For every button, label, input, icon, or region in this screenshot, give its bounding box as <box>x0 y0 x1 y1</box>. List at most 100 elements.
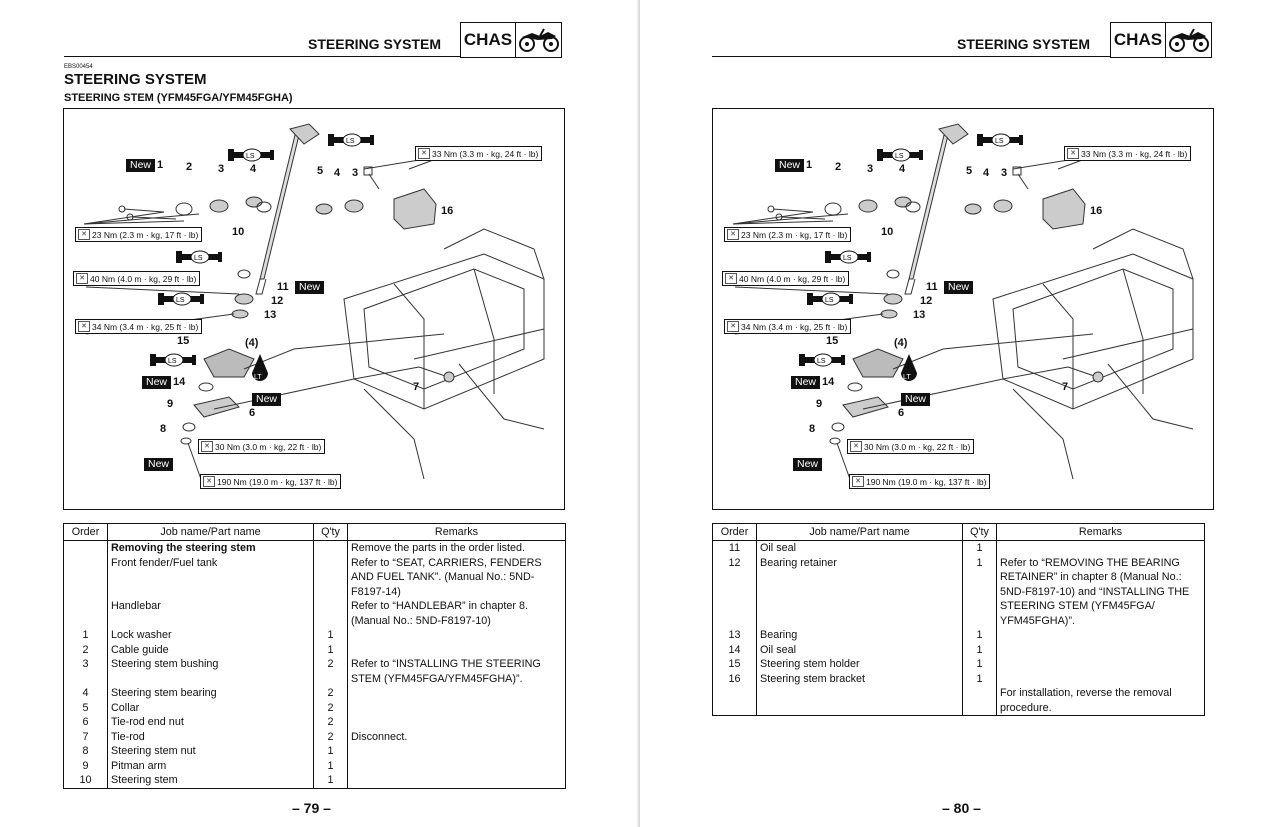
qty-cell: 1 <box>313 642 348 657</box>
wrench-icon: ✕ <box>201 441 213 452</box>
qty-cell <box>962 686 997 716</box>
remarks-cell <box>996 657 1205 672</box>
parts-table: Order Job name/Part name Q'ty Remarks Re… <box>63 523 566 789</box>
svg-text:LS: LS <box>843 255 852 262</box>
callout: 3 <box>1001 167 1008 179</box>
exploded-diagram: LT LS LS LS LS LS ✕33 Nm (3.3 m · kg, 24… <box>63 108 565 510</box>
wrench-icon: ✕ <box>1067 148 1079 159</box>
wrench-icon: ✕ <box>727 229 739 240</box>
header-rule <box>64 56 460 57</box>
torque-spec: ✕23 Nm (2.3 m · kg, 17 ft · lb) <box>75 227 203 242</box>
ls-grease-icon: LS <box>825 250 871 264</box>
wrench-icon: ✕ <box>203 476 215 487</box>
callout: 9 <box>816 398 823 410</box>
callout: 8 <box>809 423 816 435</box>
callout: 3 <box>352 167 359 179</box>
name-cell: Steering stem holder <box>756 657 963 672</box>
callout: 2 <box>835 161 842 173</box>
name-cell: Tie-rod <box>107 729 314 744</box>
remarks-cell <box>347 700 566 715</box>
page-number: – 79 – <box>292 800 331 816</box>
name-cell: Steering stem nut <box>107 744 314 759</box>
exploded-diagram: LT LS LS LS LS LS ✕33 Nm (3.3 m · kg, 24… <box>712 108 1214 510</box>
order-cell: 5 <box>63 700 108 715</box>
name-cell: Tie-rod end nut <box>107 715 314 730</box>
qty-cell: 1 <box>962 657 997 672</box>
remarks-cell <box>347 773 566 789</box>
ls-grease-icon: LS <box>176 250 222 264</box>
name-cell: Steering stem bracket <box>756 671 963 686</box>
callout: 8 <box>160 423 167 435</box>
name-cell: Front fender/Fuel tank <box>107 555 314 599</box>
wrench-icon: ✕ <box>78 229 90 240</box>
ls-grease-icon: LS <box>150 353 196 367</box>
new-tag: New <box>295 281 325 294</box>
callout: 3 <box>218 163 225 175</box>
lt-label: LT <box>254 374 262 381</box>
order-cell: 12 <box>712 555 757 628</box>
callout: 4 <box>334 167 341 179</box>
order-cell <box>63 599 108 628</box>
callout: 6 <box>249 407 256 419</box>
order-cell: 14 <box>712 642 757 657</box>
order-cell: 16 <box>712 671 757 686</box>
new-tag: New <box>144 458 174 471</box>
qty-cell: 1 <box>313 628 348 643</box>
callout: 5 <box>317 165 324 177</box>
name-cell: Oil seal <box>756 540 963 556</box>
new-tag: New <box>142 376 172 389</box>
order-cell: 3 <box>63 657 108 686</box>
callout: 4 <box>250 163 257 175</box>
remarks-cell: Remove the parts in the order listed. <box>347 540 566 556</box>
callout: 12 <box>271 295 284 307</box>
svg-text:LS: LS <box>246 153 255 160</box>
torque-spec: ✕30 Nm (3.0 m · kg, 22 ft · lb) <box>198 439 326 454</box>
torque-spec: ✕190 Nm (19.0 m · kg, 137 ft · lb) <box>849 474 991 489</box>
callout: 16 <box>1090 205 1103 217</box>
remarks-cell: Refer to “SEAT, CARRIERS, FENDERS AND FU… <box>347 555 566 599</box>
ls-grease-icon: LS <box>977 133 1023 147</box>
torque-spec: ✕30 Nm (3.0 m · kg, 22 ft · lb) <box>847 439 975 454</box>
name-cell: Steering stem bearing <box>107 686 314 701</box>
callout: 9 <box>167 398 174 410</box>
ls-grease-icon: LS <box>328 133 374 147</box>
qty-cell: 1 <box>313 744 348 759</box>
order-cell: 11 <box>712 540 757 556</box>
chas-label: CHAS <box>1111 23 1166 57</box>
qty-cell <box>313 599 348 628</box>
order-cell: 1 <box>63 628 108 643</box>
name-cell: Cable guide <box>107 642 314 657</box>
name-cell: Bearing retainer <box>756 555 963 628</box>
remarks-cell <box>996 628 1205 643</box>
qty-cell <box>313 540 348 556</box>
svg-text:LS: LS <box>176 297 185 304</box>
order-cell: 15 <box>712 657 757 672</box>
col-order: Order <box>712 523 757 541</box>
callout: (4) <box>245 337 259 349</box>
callout: 4 <box>899 163 906 175</box>
order-cell <box>63 540 108 556</box>
qty-cell: 1 <box>313 773 348 789</box>
wrench-icon: ✕ <box>852 476 864 487</box>
new-tag: New <box>791 376 821 389</box>
diagram-artwork: LT <box>732 123 1194 483</box>
col-qty: Q'ty <box>313 523 348 541</box>
qty-cell: 2 <box>313 657 348 686</box>
qty-cell: 2 <box>313 729 348 744</box>
qty-cell: 2 <box>313 700 348 715</box>
callout: 1 <box>157 159 164 171</box>
order-cell <box>712 686 757 716</box>
order-cell: 13 <box>712 628 757 643</box>
callout: 3 <box>867 163 874 175</box>
callout: 16 <box>441 205 454 217</box>
wrench-icon: ✕ <box>725 273 737 284</box>
ls-grease-icon: LS <box>877 148 923 162</box>
qty-cell: 1 <box>962 642 997 657</box>
ls-grease-icon: LS <box>158 292 204 306</box>
